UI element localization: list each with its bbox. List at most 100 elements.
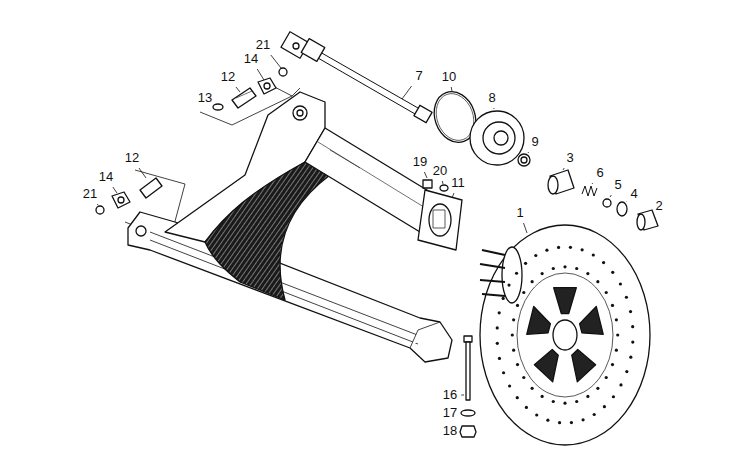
- brake-disc: [522, 376, 525, 379]
- brake-disc: [575, 267, 578, 270]
- leader-line: [461, 395, 464, 396]
- leader-line: [97, 204, 99, 205]
- ring: [518, 154, 530, 166]
- swing-arm: [318, 142, 432, 212]
- drive-shaft: [414, 105, 432, 122]
- leader-line: [442, 181, 444, 184]
- brake-disc: [619, 282, 622, 285]
- brake-disc: [527, 306, 551, 334]
- fastener: [232, 88, 256, 108]
- bevel-housing: [494, 131, 508, 145]
- nut: [638, 210, 658, 230]
- brake-disc: [603, 405, 606, 408]
- brake-disc: [615, 349, 618, 352]
- leader-line: [626, 201, 627, 202]
- bevel-housing: [470, 111, 524, 165]
- brake-disc: [516, 396, 519, 399]
- brake-disc: [586, 395, 589, 398]
- fastener: [236, 91, 252, 98]
- brake-disc: [502, 247, 522, 303]
- callout-number: 4: [629, 187, 638, 201]
- brake-disc: [581, 418, 584, 421]
- drive-shaft: [293, 43, 299, 49]
- brake-disc: [611, 271, 614, 274]
- drive-shaft: [320, 52, 425, 112]
- leader-line: [610, 195, 611, 197]
- callout-number: 16: [442, 388, 458, 402]
- brake-disc: [507, 283, 510, 286]
- swing-arm: [433, 210, 445, 228]
- callout-number: 17: [442, 406, 458, 420]
- leader-line: [592, 183, 594, 184]
- brake-disc: [508, 384, 511, 387]
- leader-line: [452, 193, 454, 198]
- brake-disc: [557, 246, 560, 249]
- callout-number: 11: [450, 176, 466, 190]
- brake-disc: [611, 363, 614, 366]
- swing-arm: [297, 110, 303, 116]
- brake-disc: [515, 272, 518, 275]
- fastener: [423, 180, 432, 188]
- bolt: [461, 410, 475, 416]
- brake-disc: [546, 419, 549, 422]
- bushing: [548, 176, 558, 194]
- leader-line: [257, 69, 264, 80]
- brake-disc: [580, 306, 604, 334]
- brake-disc: [534, 350, 558, 382]
- brake-disc: [593, 413, 596, 416]
- leader-line: [139, 168, 146, 178]
- swing-arm: [136, 226, 146, 236]
- brake-disc: [531, 280, 534, 283]
- fastener: [112, 192, 130, 208]
- leader-line: [271, 55, 281, 68]
- brake-disc: [496, 342, 499, 345]
- brake-disc: [524, 262, 527, 265]
- callout-number: 5: [613, 178, 622, 192]
- leader-line: [563, 168, 564, 170]
- brake-disc: [602, 261, 605, 264]
- brake-disc: [534, 254, 537, 257]
- spring: [582, 186, 597, 196]
- brake-disc: [553, 320, 577, 350]
- brake-disc: [498, 311, 501, 314]
- callout-number: 6: [595, 166, 604, 180]
- fastener: [213, 104, 223, 110]
- brake-disc: [631, 340, 634, 343]
- brake-disc: [586, 272, 589, 275]
- callout-number: 19: [412, 155, 428, 169]
- brake-disc: [629, 310, 632, 313]
- brake-disc: [516, 304, 519, 307]
- brake-disc: [512, 349, 515, 352]
- leader-line: [493, 108, 494, 109]
- leader-line: [451, 87, 453, 91]
- brake-disc: [512, 318, 515, 321]
- brake-disc: [480, 225, 650, 445]
- leader-line: [236, 87, 240, 92]
- callout-number: 14: [243, 52, 259, 66]
- ring: [521, 157, 527, 163]
- brake-disc: [480, 250, 505, 296]
- brake-disc: [611, 304, 614, 307]
- brake-disc: [552, 267, 555, 270]
- fastener: [279, 68, 287, 76]
- fastener: [423, 180, 448, 191]
- brake-disc: [615, 318, 618, 321]
- bolt: [460, 426, 476, 437]
- callout-number: 13: [197, 91, 213, 105]
- brake-disc: [498, 357, 501, 360]
- callout-number: 2: [654, 199, 663, 213]
- brake-disc: [569, 246, 572, 249]
- swing-arm: [418, 190, 462, 250]
- washer: [617, 202, 627, 216]
- leader-line: [524, 223, 528, 233]
- exploded-view: [96, 32, 658, 445]
- bevel-housing: [483, 122, 515, 154]
- brake-disc: [480, 225, 650, 445]
- callout-number: 21: [82, 187, 98, 201]
- swing-arm: [205, 162, 330, 300]
- swing-arm: [330, 150, 360, 168]
- brake-disc: [545, 249, 548, 252]
